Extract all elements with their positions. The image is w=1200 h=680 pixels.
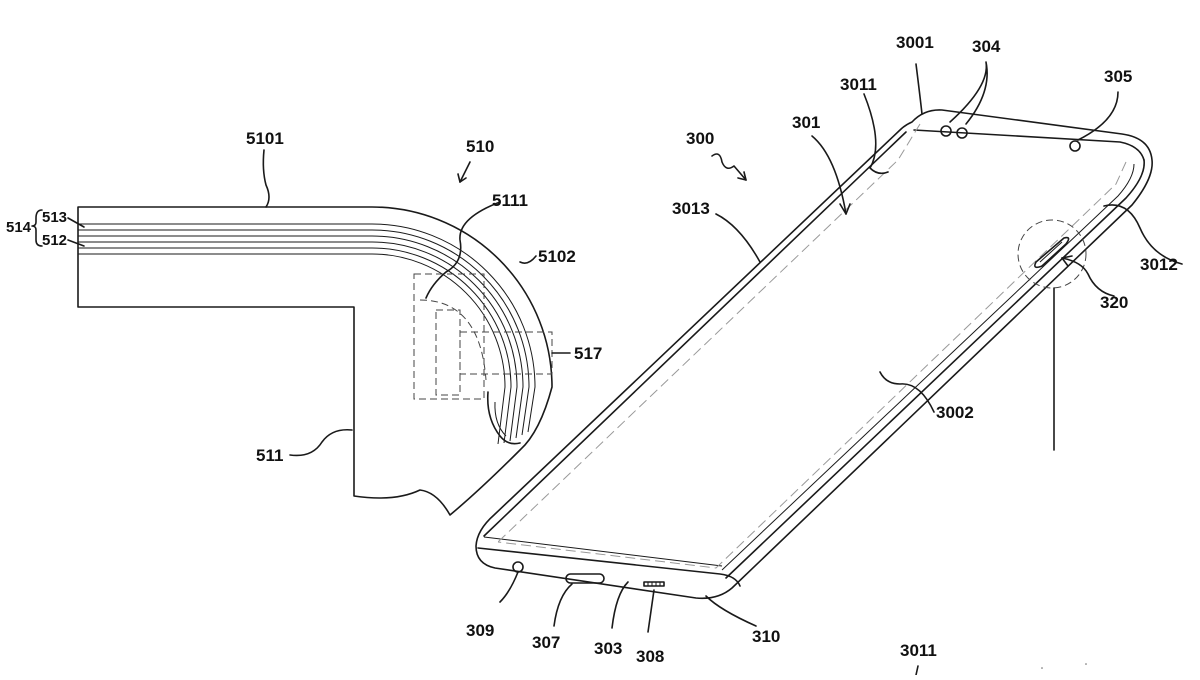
label-511: 511: [256, 446, 283, 465]
sensor-hole-right: [956, 127, 968, 139]
leader-3011: [863, 93, 889, 175]
device-300: [475, 61, 1183, 676]
arrow-320: [1061, 255, 1073, 267]
bracket-514: [31, 209, 43, 247]
detail-circle-320: [1017, 219, 1087, 289]
display-layer-5: [78, 247, 512, 444]
label-3012: 3012: [1140, 255, 1178, 274]
label-301: 301: [792, 113, 820, 132]
label-309: 309: [466, 621, 494, 640]
substrate-curl: [486, 391, 521, 445]
label-5102: 5102: [538, 247, 576, 266]
leader-511: [289, 428, 353, 457]
leader-5111: [425, 201, 501, 299]
component-block: [435, 309, 461, 396]
display-layer-2: [78, 229, 530, 436]
front-camera: [1069, 140, 1081, 152]
label-3011-top: 3011: [840, 75, 877, 94]
label-303: 303: [594, 639, 622, 658]
leader-320: [1061, 257, 1115, 297]
label-320: 320: [1100, 293, 1128, 312]
label-307: 307: [532, 633, 560, 652]
label-514: 514: [6, 219, 32, 236]
region-5111: [413, 273, 485, 400]
bottom-edge-line-2: [483, 536, 723, 567]
display-layer-3: [78, 235, 524, 439]
leader-3002: [879, 371, 935, 413]
leader-5102: [519, 255, 537, 264]
label-310: 310: [752, 627, 780, 646]
display-boundary: [497, 123, 1127, 569]
scan-speck-1: [1041, 667, 1043, 669]
right-edge-line: [725, 159, 1145, 579]
label-3001: 3001: [896, 33, 934, 52]
label-305: 305: [1104, 67, 1132, 86]
leader-3013: [715, 213, 761, 263]
label-5111: 5111: [492, 191, 528, 210]
leader-300: [711, 153, 747, 181]
leader-3011-bottom: [915, 665, 919, 676]
leader-510: [459, 161, 471, 183]
arrow-300: [737, 171, 747, 181]
cross-section-510: [31, 149, 571, 516]
usb-port-307: [565, 573, 605, 584]
label-3013: 3013: [672, 199, 710, 218]
bottom-edge-line: [477, 547, 741, 587]
display-layer-4: [78, 241, 518, 442]
label-512: 512: [42, 232, 67, 249]
arrow-301: [839, 203, 851, 215]
leader-303: [611, 581, 629, 629]
leader-304: [949, 61, 988, 125]
leader-307: [553, 583, 573, 627]
display-layer-6: [78, 253, 506, 445]
right-edge-highlight: [721, 163, 1135, 571]
side-key-slot: [1039, 241, 1063, 263]
leader-512: [67, 239, 85, 247]
region-517: [459, 331, 553, 375]
label-5101: 5101: [246, 129, 284, 148]
leader-3012: [1103, 204, 1183, 265]
label-300: 300: [686, 129, 714, 148]
display-layer-1: [78, 223, 536, 433]
sensor-hole-left: [940, 125, 952, 137]
reference-labels: 5101 510 5111 5102 514 513 512 517 511 3…: [6, 33, 1178, 666]
label-3002: 3002: [936, 403, 974, 422]
label-517: 517: [574, 344, 602, 363]
device-body-outline: [475, 109, 1153, 600]
label-308: 308: [636, 647, 664, 666]
left-edge-line: [483, 131, 907, 537]
top-edge: [913, 129, 1145, 161]
leader-308: [647, 589, 655, 633]
housing-outline: [77, 206, 553, 516]
leader-301: [811, 135, 847, 215]
leader-3001: [915, 63, 923, 115]
leader-310: [705, 595, 757, 627]
bend-guide: [419, 299, 487, 381]
label-3011-bottom: 3011: [900, 641, 937, 660]
arrow-510: [457, 173, 467, 183]
scan-speck-2: [1085, 663, 1087, 665]
leader-309: [499, 571, 519, 603]
speaker-grill-308: [643, 581, 665, 587]
leader-513: [67, 217, 85, 228]
side-key-320: [1034, 236, 1070, 269]
earphone-jack-309: [512, 561, 524, 573]
label-510: 510: [466, 137, 494, 156]
label-304: 304: [972, 37, 1001, 56]
leader-305: [1077, 91, 1119, 141]
label-513: 513: [42, 209, 67, 226]
substrate-curl-inner: [494, 401, 507, 437]
leader-5101: [262, 149, 270, 208]
